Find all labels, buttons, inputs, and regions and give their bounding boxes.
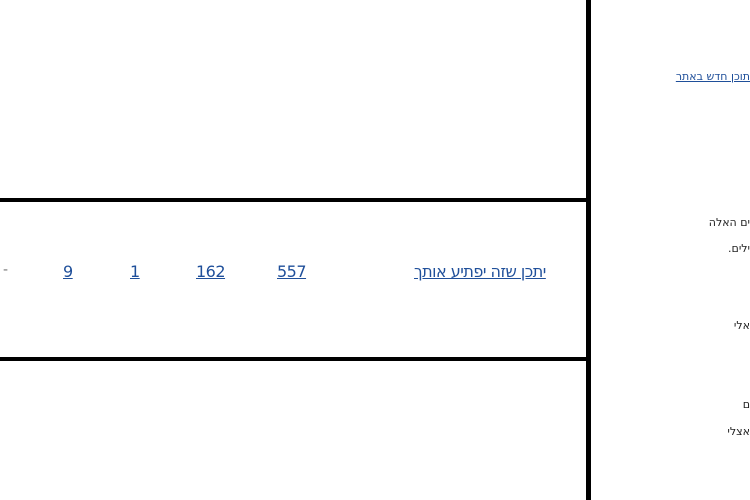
sidebar-text-1: ים האלה <box>708 216 750 229</box>
divider-bottom <box>0 357 590 361</box>
sidebar-text-2: ילים. <box>728 242 750 255</box>
stat-link-4[interactable]: 9 <box>63 262 73 281</box>
stat-link-2[interactable]: 162 <box>196 262 226 281</box>
stat-link-3[interactable]: 1 <box>130 262 140 281</box>
divider-top <box>0 198 590 202</box>
sidebar-text-4: ם <box>742 398 750 411</box>
column-divider <box>586 0 591 500</box>
sidebar-text-5: אצלי <box>727 425 750 438</box>
stat-link-1[interactable]: 557 <box>277 262 307 281</box>
new-content-link[interactable]: תוכן חדש באתר <box>675 70 750 83</box>
sidebar-text-3: אלי <box>733 319 750 332</box>
trailing-dash: - <box>3 262 9 278</box>
suggest-link[interactable]: יתכן שזה יפתיע אותך <box>414 262 546 281</box>
